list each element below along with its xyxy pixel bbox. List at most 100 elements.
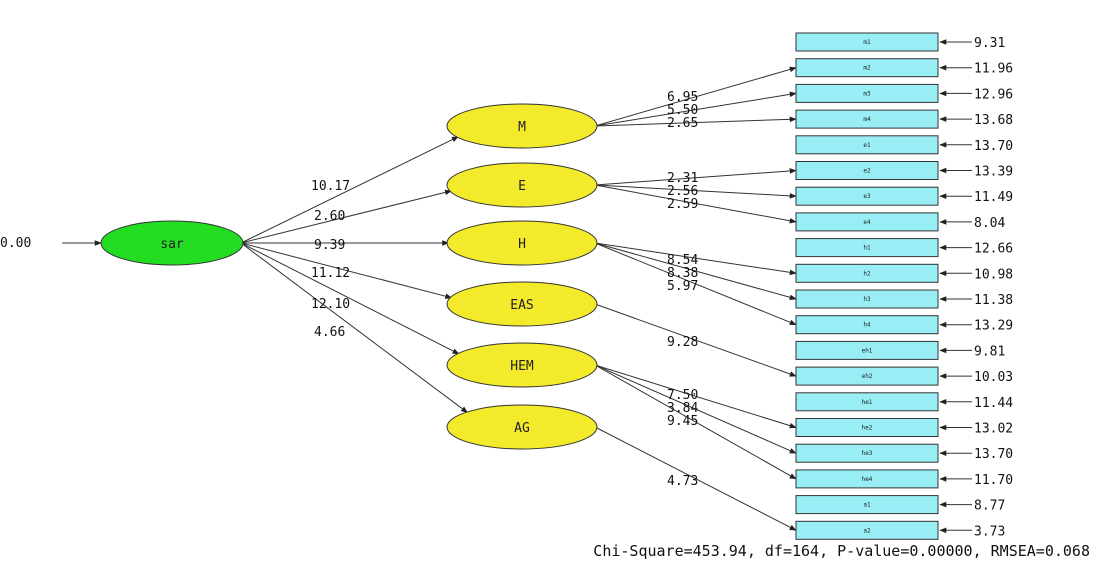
indicator-error-value: 12.96 xyxy=(974,87,1013,102)
indicator-box-he3 xyxy=(795,443,939,463)
indicator-label: he4 xyxy=(862,476,873,483)
indicator-box-a2 xyxy=(795,520,939,540)
loading-value: 3.84 xyxy=(667,401,698,416)
indicator-box-h4 xyxy=(795,315,939,335)
loading-value: 5.97 xyxy=(667,279,698,294)
indicator-box-eh2 xyxy=(795,366,939,386)
root-latent-label: sar xyxy=(160,237,184,252)
loading-value: 2.65 xyxy=(667,116,698,131)
indicator-box-e3 xyxy=(795,186,939,206)
indicator-label: e1 xyxy=(863,142,871,149)
loading-value: 2.31 xyxy=(667,171,698,186)
latent-node-m xyxy=(446,103,598,149)
loading-path xyxy=(594,184,797,224)
indicator-error-value: 11.38 xyxy=(974,293,1013,308)
nodes-layer xyxy=(100,32,939,540)
structural-path-e xyxy=(240,189,452,244)
indicator-label: h4 xyxy=(863,322,871,329)
latent-node-ag xyxy=(446,404,598,450)
indicator-label: m2 xyxy=(863,65,871,72)
loading-path xyxy=(594,242,797,301)
structural-path-value: 2.60 xyxy=(314,209,345,224)
indicator-error-value: 8.04 xyxy=(974,216,1005,231)
indicator-label: a1 xyxy=(863,502,871,509)
indicator-error-value: 13.39 xyxy=(974,165,1013,180)
indicator-label: e2 xyxy=(863,168,871,175)
indicator-box-m4 xyxy=(795,109,939,129)
indicator-box-m3 xyxy=(795,83,939,103)
indicator-box-he4 xyxy=(795,469,939,489)
indicator-label: eh2 xyxy=(862,373,873,380)
loading-path xyxy=(594,303,797,377)
indicator-error-value: 11.96 xyxy=(974,62,1013,77)
loading-path xyxy=(594,242,797,276)
structural-path-hem xyxy=(240,242,460,355)
loading-path xyxy=(594,91,797,127)
indicator-error-value: 8.77 xyxy=(974,499,1005,514)
loading-path xyxy=(594,242,797,326)
loading-value: 2.59 xyxy=(667,197,698,212)
indicator-error-value: 13.02 xyxy=(974,422,1013,437)
loading-value: 6.95 xyxy=(667,90,698,105)
indicator-label: h3 xyxy=(863,296,871,303)
paths-layer xyxy=(62,39,972,534)
structural-path-value: 9.39 xyxy=(314,238,345,253)
indicator-label: m1 xyxy=(863,39,871,46)
latent-node-hem xyxy=(446,342,598,388)
loading-path xyxy=(594,184,797,199)
structural-path-value: 4.66 xyxy=(314,325,345,340)
latent-node-h xyxy=(446,220,598,266)
indicator-label: e4 xyxy=(863,219,871,226)
loading-path xyxy=(594,364,797,480)
indicator-label: m3 xyxy=(863,90,871,97)
structural-path-value: 11.12 xyxy=(311,266,350,281)
loading-value: 2.56 xyxy=(667,184,698,199)
indicator-box-h1 xyxy=(795,238,939,258)
indicator-box-a1 xyxy=(795,495,939,515)
loading-value: 4.73 xyxy=(667,474,698,489)
loading-value: 9.45 xyxy=(667,414,698,429)
loading-path xyxy=(594,116,797,127)
indicator-label: he3 xyxy=(862,450,873,457)
loading-path xyxy=(594,364,797,429)
loading-path xyxy=(594,426,797,531)
structural-path-value: 12.10 xyxy=(311,297,350,312)
indicator-box-h2 xyxy=(795,263,939,283)
indicator-box-e4 xyxy=(795,212,939,232)
indicator-error-value: 3.73 xyxy=(974,524,1005,539)
indicator-error-value: 13.70 xyxy=(974,447,1013,462)
indicator-error-value: 9.81 xyxy=(974,344,1005,359)
loading-value: 8.38 xyxy=(667,266,698,281)
indicator-box-h3 xyxy=(795,289,939,309)
labels-layer: 0.0010.172.609.3911.1212.104.666.955.502… xyxy=(0,36,1013,539)
indicator-error-value: 11.49 xyxy=(974,190,1013,205)
indicator-label: eh1 xyxy=(862,347,873,354)
fit-statistics: Chi-Square=453.94, df=164, P-value=0.000… xyxy=(593,542,1090,560)
indicator-error-value: 12.66 xyxy=(974,242,1013,257)
indicator-box-m2 xyxy=(795,58,939,78)
indicator-error-value: 13.70 xyxy=(974,139,1013,154)
indicator-error-value: 9.31 xyxy=(974,36,1005,51)
latent-node-eas xyxy=(446,281,598,327)
structural-path-value: 10.17 xyxy=(311,179,350,194)
latent-node-e xyxy=(446,162,598,208)
indicator-box-eh1 xyxy=(795,340,939,360)
loading-path xyxy=(594,66,797,127)
latent-label: HEM xyxy=(510,359,534,374)
structural-path-eas xyxy=(240,242,453,299)
structural-path-ag xyxy=(240,242,468,413)
indicator-label: h2 xyxy=(863,270,871,277)
latent-label: M xyxy=(518,120,526,135)
indicator-error-value: 11.70 xyxy=(974,473,1013,488)
indicator-label: he2 xyxy=(862,425,873,432)
latent-label: H xyxy=(518,237,526,252)
indicator-label: he1 xyxy=(862,399,873,406)
indicator-error-value: 10.98 xyxy=(974,267,1013,282)
loading-value: 5.50 xyxy=(667,103,698,118)
indicator-label: e3 xyxy=(863,193,871,200)
indicator-label: m4 xyxy=(863,116,871,123)
loading-value: 9.28 xyxy=(667,335,698,350)
indicator-error-value: 11.44 xyxy=(974,396,1013,411)
indicator-error-value: 13.68 xyxy=(974,113,1013,128)
